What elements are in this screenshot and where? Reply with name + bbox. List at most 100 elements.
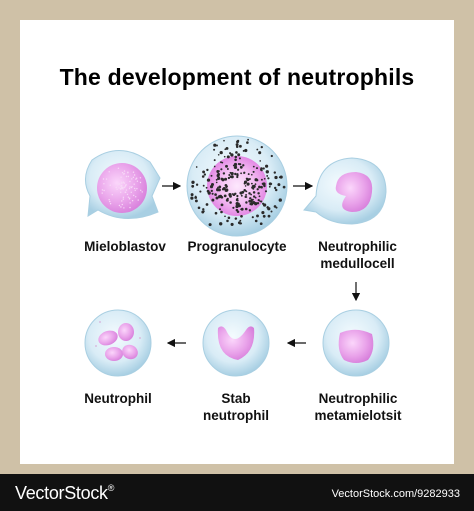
vectorstock-logo[interactable]: VectorStock®: [15, 483, 114, 504]
granule: [227, 216, 231, 220]
chromatin-dot: [120, 191, 122, 193]
chromatin-dot: [135, 178, 137, 180]
granule: [254, 196, 257, 199]
granule: [237, 153, 241, 157]
granule: [256, 214, 259, 218]
granule: [235, 208, 239, 212]
granule: [219, 222, 223, 226]
granule: [273, 171, 276, 174]
granule: [218, 176, 221, 179]
granule: [241, 190, 245, 194]
granule: [275, 206, 278, 209]
granule: [259, 200, 262, 203]
chromatin-dot: [122, 198, 125, 200]
chromatin-dot: [105, 178, 108, 180]
chromatin-dot: [120, 206, 122, 208]
neutrophilic-medullocell-cell: [303, 157, 387, 225]
label-mieloblastov: Mieloblastov: [84, 239, 166, 254]
granule: [201, 175, 205, 178]
granule: [237, 202, 240, 205]
granule: [275, 188, 278, 191]
chromatin-dot: [121, 172, 124, 174]
chromatin-dot: [135, 196, 137, 198]
granule: [229, 152, 232, 155]
granule: [273, 186, 277, 190]
granule: [244, 185, 247, 187]
granule: [197, 206, 201, 210]
granule: [234, 217, 237, 220]
granule: [245, 193, 248, 196]
granule: [257, 198, 260, 202]
granule: [263, 177, 266, 180]
granule: [238, 157, 241, 160]
chromatin-dot: [127, 172, 129, 174]
granule: [202, 184, 205, 187]
granule: [256, 148, 259, 151]
label-neutrophil: Neutrophil: [84, 391, 152, 406]
granule: [265, 170, 269, 174]
granule: [270, 154, 273, 158]
chromatin-dot: [101, 192, 103, 194]
chromatin-dot: [120, 188, 122, 191]
granule: [270, 210, 273, 213]
granule: [251, 216, 254, 219]
granule: [215, 196, 219, 200]
chromatin-dot: [127, 196, 130, 198]
granule: [223, 155, 226, 158]
granule: [229, 194, 232, 198]
granule: [262, 203, 267, 207]
granule: [190, 196, 194, 200]
chromatin-dot: [130, 191, 132, 193]
granule: [240, 214, 243, 218]
chromatin-dot: [117, 183, 120, 185]
granule: [278, 198, 282, 202]
granule: [258, 185, 261, 189]
granule: [243, 189, 246, 192]
stock-url[interactable]: VectorStock.com/9282933: [331, 488, 460, 500]
granule: [264, 190, 268, 193]
granule: [213, 159, 216, 162]
label-neutrophilic-medullocell: Neutrophilic medullocell: [318, 239, 397, 271]
granule: [194, 195, 197, 198]
granule: [229, 201, 232, 204]
granule: [248, 209, 252, 212]
granule: [252, 170, 255, 173]
granule: [205, 186, 208, 189]
granule: [267, 214, 271, 218]
granule: [226, 155, 230, 159]
chromatin-dot: [122, 181, 125, 183]
granule: [225, 188, 229, 192]
chromatin-dot: [124, 191, 127, 193]
granule: [224, 215, 226, 218]
granule: [250, 198, 254, 202]
granule: [234, 172, 237, 176]
granule: [244, 207, 248, 211]
granule: [277, 183, 281, 187]
chromatin-dot: [102, 178, 105, 180]
granule: [222, 172, 226, 175]
chromatin-dot: [136, 188, 138, 190]
granule: [211, 192, 214, 195]
mieloblastov-cell: [85, 150, 161, 220]
chromatin-dot: [109, 184, 112, 186]
chromatin-dot: [118, 204, 121, 207]
label-stab-neutrophil: Stab neutrophil: [203, 391, 269, 423]
brand-name: VectorStock: [15, 483, 108, 503]
granule: [215, 181, 218, 184]
granule: [202, 170, 206, 174]
granule: [220, 195, 224, 199]
granule: [240, 194, 243, 197]
granule: [221, 188, 225, 191]
granule: [245, 190, 248, 193]
chromatin-dot: [121, 182, 123, 184]
granule: [235, 204, 239, 209]
chromatin-dot: [127, 175, 130, 178]
granule: [243, 180, 248, 184]
granule: [240, 208, 242, 211]
mieloblastov-chromatin: [101, 167, 143, 209]
chromatin-dot: [134, 187, 136, 190]
granule: [218, 185, 222, 189]
granule: [230, 172, 234, 176]
granule: [217, 195, 222, 199]
granule: [210, 174, 213, 177]
